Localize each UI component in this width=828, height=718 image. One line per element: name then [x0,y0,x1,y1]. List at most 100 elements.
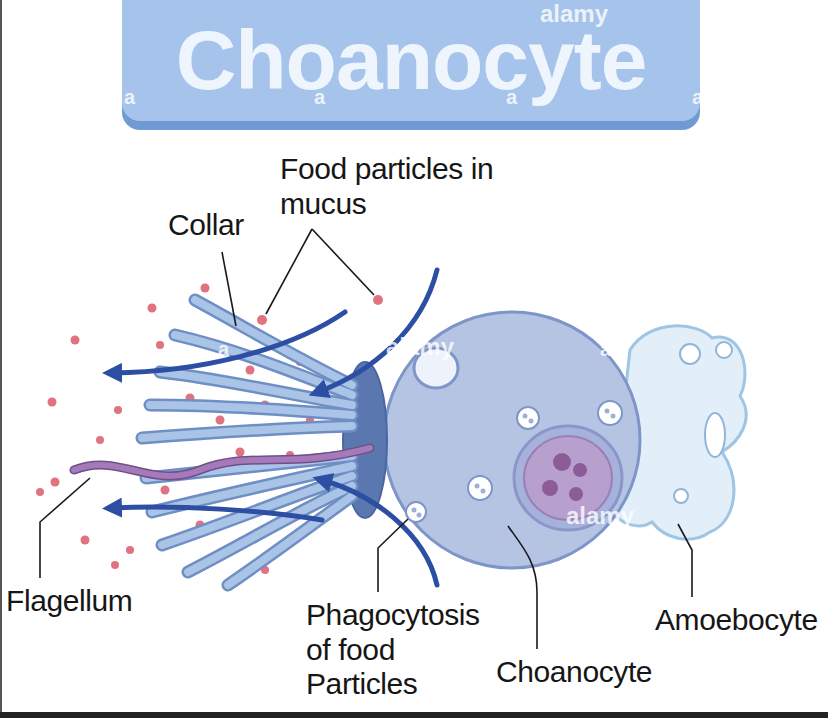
flow-arrow-in [318,270,437,392]
microvilli-fill [142,300,352,585]
title-holder: Choanocyte [122,0,700,120]
food-vacuole [517,407,539,429]
label-holder: alamy [540,0,608,28]
food-particles [36,284,383,575]
choanocyte-body [384,312,640,568]
chromatin-spot [542,480,558,496]
food-particle [161,486,170,495]
microvillus [195,300,352,385]
label-holder: a [124,86,135,109]
food-vacuole [598,401,622,425]
microvillus [150,405,352,415]
food-particle [36,488,44,496]
vacuole [716,342,732,358]
food-particle [114,406,122,414]
part-label: Phagocytosis of food Particles [306,598,501,702]
label-holder: a [600,338,611,361]
food-particle [81,536,90,545]
collar-microvilli [142,300,352,585]
title-banner [122,0,700,121]
food-particle [51,478,60,487]
microvillus [142,426,352,438]
flagellum-outline [74,448,370,476]
food-vacuole [468,476,492,500]
vacuole [674,489,688,503]
flow-arrow-out [112,312,345,373]
leader-line [678,524,692,597]
vacuole-dot [529,419,534,424]
flow-arrow-in [322,480,437,585]
part-label: Collar [168,208,244,243]
food-particle [71,336,80,345]
vacuole-dot [611,414,616,419]
watermark: a [692,86,703,109]
food-particle [48,398,57,407]
vacuole [680,344,700,364]
label-holder: a [506,86,517,109]
watermark: a [600,338,611,361]
label-holder: alamy [566,502,634,530]
food-vacuole [406,502,426,522]
microvillus [195,300,352,385]
leader-line [266,229,312,314]
label-holder: a [692,86,703,109]
chromatin [542,453,587,501]
leader-line [378,519,408,592]
label-holder: a [218,338,229,361]
leader-line [222,252,236,326]
leader-lines [40,229,692,649]
watermark: a [218,338,229,361]
vacuole-dot [417,513,422,518]
part-label: Flagellum [6,584,132,619]
food-particle [201,284,210,293]
part-label: Food particles in mucus [280,152,495,221]
watermark: a [506,86,517,109]
food-particle [111,561,119,569]
label-holder: Phagocytosis of food Particles [306,598,501,702]
microvilli-outline [142,300,352,585]
food-particle [257,315,267,325]
food-particle [148,304,157,313]
food-particle [96,436,104,444]
watermark: a [124,86,135,109]
food-particle [236,448,245,457]
flagellum [74,448,370,476]
label-holder: Collar [168,208,244,243]
leader-line [312,229,374,295]
microvillus [142,426,352,438]
food-particle [246,366,255,375]
vacuole-dot [475,484,480,489]
food-particle [216,416,225,425]
vacuole-dot [605,409,610,414]
leader-line [40,478,90,578]
flow-arrow-out [112,507,322,520]
vacuole-dot [481,489,486,494]
microvillus [150,405,352,415]
banner-shadow [122,0,700,130]
label-holder: a [314,86,325,109]
label-holder: Food particles in mucus [280,152,495,221]
chromatin-spot [569,487,583,501]
leader-line [508,526,537,649]
watermark: alamy [386,333,454,361]
part-label: Choanocyte [496,655,652,690]
food-particle [126,546,134,554]
watermark: alamy [540,0,608,28]
vacuole-dot [523,414,528,419]
food-particle [373,295,383,305]
vacuole [705,413,725,457]
label-holder: alamy [386,333,454,361]
watermark: alamy [566,502,634,530]
chromatin-spot [553,453,571,471]
watermark: a [314,86,325,109]
part-label: Amoebocyte [655,603,818,638]
chromatin-spot [573,463,587,477]
label-holder: Flagellum [6,584,132,619]
vacuole-dot [412,508,417,513]
label-holder: Amoebocyte [655,603,818,638]
food-particle [156,341,164,349]
frame-edge [0,712,828,718]
label-holder: Choanocyte [496,655,652,690]
frame-edge [0,0,2,718]
